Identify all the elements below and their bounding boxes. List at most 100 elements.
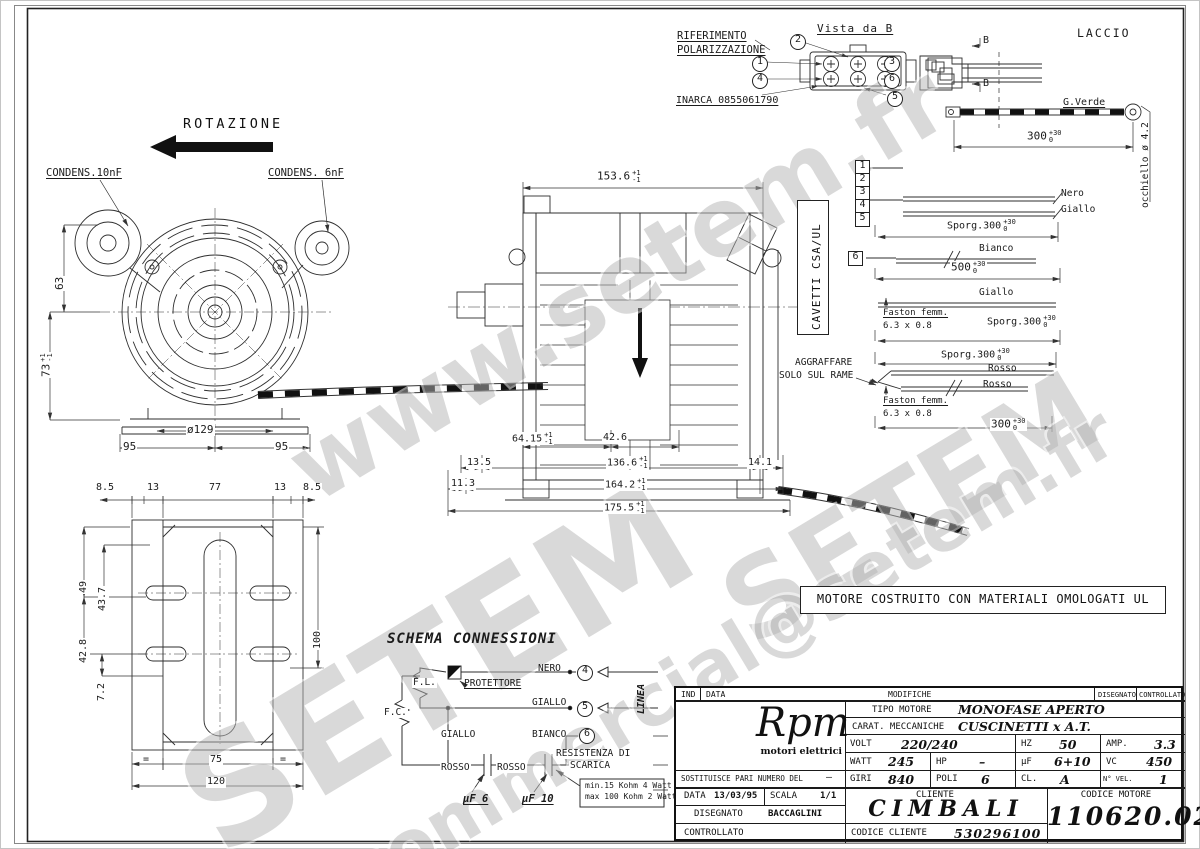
dim-120: 120 (206, 776, 227, 788)
tb-sostituisce-label: SOSTITUISCE PARI NUMERO DEL (681, 774, 803, 783)
label-giallo-2: Giallo (979, 287, 1014, 298)
dim-77: 77 (208, 482, 223, 494)
label-rosso-1: Rosso (988, 363, 1017, 374)
tb-volt-label: VOLT (850, 739, 872, 749)
tb-disegnato-label: DISEGNATO (694, 809, 743, 819)
label-uf10: µF 10 (522, 793, 554, 805)
dim-175-5: 175.5+1-1 (603, 500, 646, 515)
tb-tipo-label: TIPO MOTORE (872, 705, 932, 715)
tb-amp-label: AMP. (1106, 739, 1128, 749)
tb-hp-value: – (979, 754, 986, 769)
dim-7-2: 7.2 (96, 681, 108, 702)
pin-2: 2 (790, 34, 806, 50)
dim-75: 75 (209, 754, 224, 766)
label-faston-2b: 6.3 x 0.8 (883, 409, 932, 419)
rotation-label: ROTAZIONE (183, 116, 284, 132)
tb-data-value: 13/03/95 (714, 791, 758, 801)
title-block: IND DATA MODIFICHE DISEGNATO CONTROLLATO… (674, 686, 1200, 843)
tb-nvel-label: N° VEL. (1103, 775, 1133, 783)
tb-watt-label: WATT (850, 757, 872, 767)
label-giallo-schema-2: GIALLO (440, 729, 477, 740)
cavetti-wires (866, 167, 1063, 432)
label-nero-schema: NERO (538, 663, 561, 674)
tb-amp-value: 3.3 (1154, 737, 1176, 752)
tb-carat-label: CARAT. MECCANICHE (852, 722, 945, 732)
label-rosso-schema-2: ROSSO (496, 762, 527, 773)
tb-cl-label: CL. (1021, 774, 1038, 784)
label-resistenza-2: SCARICA (569, 760, 612, 771)
laccio-detail (927, 38, 1151, 202)
dim-11-3: 11.3 (450, 478, 477, 490)
dim-eq-left: = (143, 754, 150, 765)
tb-codice-motore-value: 110620.02 (1047, 802, 1200, 831)
label-inarca: INARCA 0855061790 (676, 95, 779, 106)
label-bianco-schema: BIANCO (532, 729, 567, 740)
tb-nvel-value: 1 (1159, 772, 1168, 787)
wire-tag-1: 1 (855, 160, 870, 175)
label-schema-title: SCHEMA CONNESSIONI (387, 631, 557, 647)
label-kohm-min: min.15 Kohm 4 Watt (585, 781, 672, 790)
tb-carat-value: CUSCINETTI x A.T. (958, 719, 1091, 734)
label-condens-6nf: CONDENS. 6nF (268, 167, 344, 179)
brand-logo: Rpm (756, 700, 850, 746)
tb-header-ind: IND (681, 690, 696, 699)
label-rosso-2: Rosso (983, 379, 1012, 390)
dim-64-15: 64.15+1-1 (511, 431, 554, 446)
tb-disegnato-value: BACCAGLINI (768, 809, 823, 819)
dim-43-7: 43.7 (97, 585, 109, 612)
front-view-dims (47, 224, 311, 452)
schema-circuit (393, 665, 668, 808)
dim-63: 63 (53, 275, 66, 291)
tb-tipo-value: MONOFASE APERTO (958, 702, 1105, 717)
tb-codice-motore-label: CODICE MOTORE (1080, 790, 1152, 800)
label-faston-2a: Faston femm. (883, 396, 949, 406)
tb-vc-value: 450 (1146, 754, 1173, 769)
dim-8-5-left: 8.5 (95, 482, 116, 494)
tb-hp-label: HP (936, 757, 947, 767)
flange-view (131, 519, 304, 751)
wire-tag-6: 6 (848, 251, 863, 266)
pin-5: 5 (887, 91, 903, 107)
dim-164-2: 164.2+1-1 (604, 477, 647, 492)
tb-data-label: DATA (684, 791, 706, 801)
tb-cl-value: A (1060, 772, 1070, 787)
label-kohm-max: max 100 Kohm 2 Watt (585, 792, 677, 801)
label-nero: Nero (1061, 188, 1084, 199)
dim-73: 73+1-1 (39, 352, 54, 378)
label-aggraffare-1: AGGRAFFARE (795, 357, 853, 368)
tb-codice-cliente-label: CODICE CLIENTE (851, 828, 927, 838)
connector-detail (754, 39, 969, 96)
label-aggraffare-2: SOLO SUL RAME (779, 370, 854, 381)
label-condens-10nf: CONDENS.10nF (46, 167, 122, 179)
dim-eq-right: = (280, 754, 287, 765)
schema-pin-4: 4 (577, 665, 593, 681)
pin-6: 6 (884, 73, 900, 89)
label-polarizzazione: POLARIZZAZIONE (677, 44, 766, 56)
label-linea: LINEA (636, 683, 647, 714)
rotation-arrow (150, 135, 273, 159)
label-giallo-schema-1: GIALLO (532, 697, 567, 708)
label-occhiello: occhiello ø 4.2 (1140, 122, 1151, 208)
tb-controllato-label: CONTROLLATO (684, 828, 744, 838)
tb-scala-label: SCALA (770, 791, 798, 801)
label-fl: F.L. (412, 677, 437, 688)
dim-95-left: 95 (122, 440, 138, 453)
pin-1: 1 (752, 56, 768, 72)
tb-poli-label: POLI (936, 774, 958, 784)
tb-volt-value: 220/240 (901, 737, 958, 752)
dim-95-right: 95 (274, 440, 290, 453)
dim-49: 49 (78, 579, 90, 594)
tb-watt-value: 245 (888, 754, 915, 769)
dim-13-left: 13 (146, 482, 161, 494)
tb-cliente-label: CLIENTE (916, 790, 954, 800)
tb-poli-value: 6 (981, 772, 990, 787)
label-b-top: B (983, 35, 990, 46)
dim-13-right: 13 (273, 482, 288, 494)
wire-tag-5: 5 (855, 212, 870, 227)
